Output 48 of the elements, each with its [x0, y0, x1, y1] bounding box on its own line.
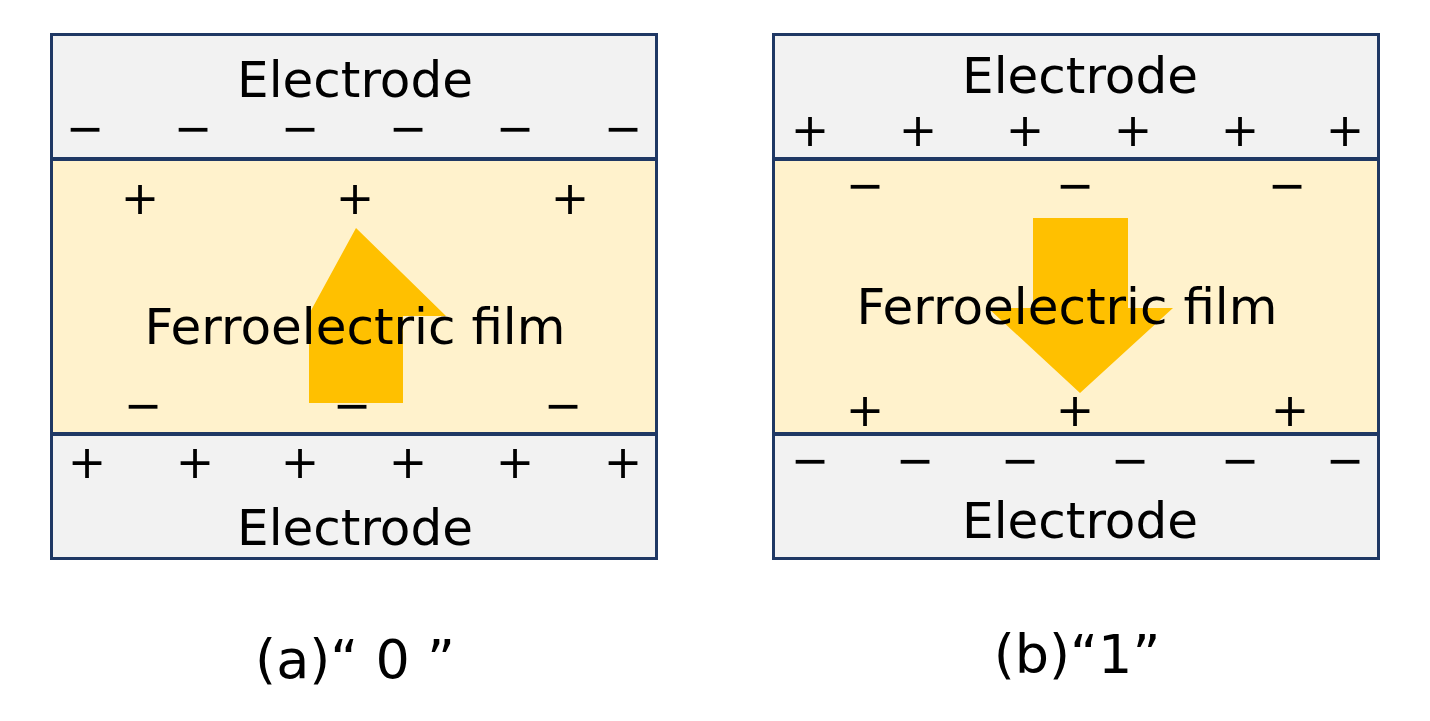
electrode-label: Electrode [237, 55, 473, 105]
charge-sign: − [1220, 437, 1260, 483]
electrode-layer [50, 33, 658, 160]
charge-sign: + [388, 439, 428, 485]
charge-sign: − [603, 105, 643, 151]
charge-sign: − [845, 162, 885, 208]
charge-sign: + [1220, 107, 1260, 153]
charge-sign: − [1055, 162, 1095, 208]
charge-sign: + [1325, 107, 1365, 153]
electrode-layer [772, 33, 1380, 160]
charge-sign: + [1270, 387, 1310, 433]
charge-sign: + [1005, 107, 1045, 153]
charge-sign: − [388, 105, 428, 151]
film-layer [772, 158, 1380, 435]
charge-sign: + [898, 107, 938, 153]
charge-sign: + [335, 175, 375, 221]
charge-sign: − [65, 105, 105, 151]
charge-sign: + [1113, 107, 1153, 153]
charge-sign: − [1325, 437, 1365, 483]
charge-sign: − [173, 105, 213, 151]
panel-caption: (a)“ 0 ” [255, 633, 455, 687]
electrode-label: Electrode [962, 51, 1198, 101]
electrode-label: Electrode [237, 503, 473, 553]
charge-sign: + [280, 439, 320, 485]
charge-sign: − [895, 437, 935, 483]
panel-caption: (b)“1” [993, 628, 1161, 682]
electrode-label: Electrode [962, 496, 1198, 546]
charge-sign: − [332, 382, 372, 428]
charge-sign: + [1055, 387, 1095, 433]
charge-sign: − [1110, 437, 1150, 483]
charge-sign: − [1000, 437, 1040, 483]
charge-sign: − [123, 382, 163, 428]
charge-sign: + [67, 439, 107, 485]
charge-sign: − [790, 437, 830, 483]
charge-sign: + [790, 107, 830, 153]
charge-sign: − [543, 382, 583, 428]
charge-sign: + [175, 439, 215, 485]
charge-sign: + [495, 439, 535, 485]
charge-sign: + [845, 387, 885, 433]
charge-sign: − [280, 105, 320, 151]
charge-sign: + [120, 175, 160, 221]
charge-sign: − [1267, 162, 1307, 208]
charge-sign: + [550, 175, 590, 221]
charge-sign: + [603, 439, 643, 485]
electrode-layer [50, 433, 658, 560]
charge-sign: − [495, 105, 535, 151]
electrode-layer [772, 433, 1380, 560]
film-layer [50, 158, 658, 435]
